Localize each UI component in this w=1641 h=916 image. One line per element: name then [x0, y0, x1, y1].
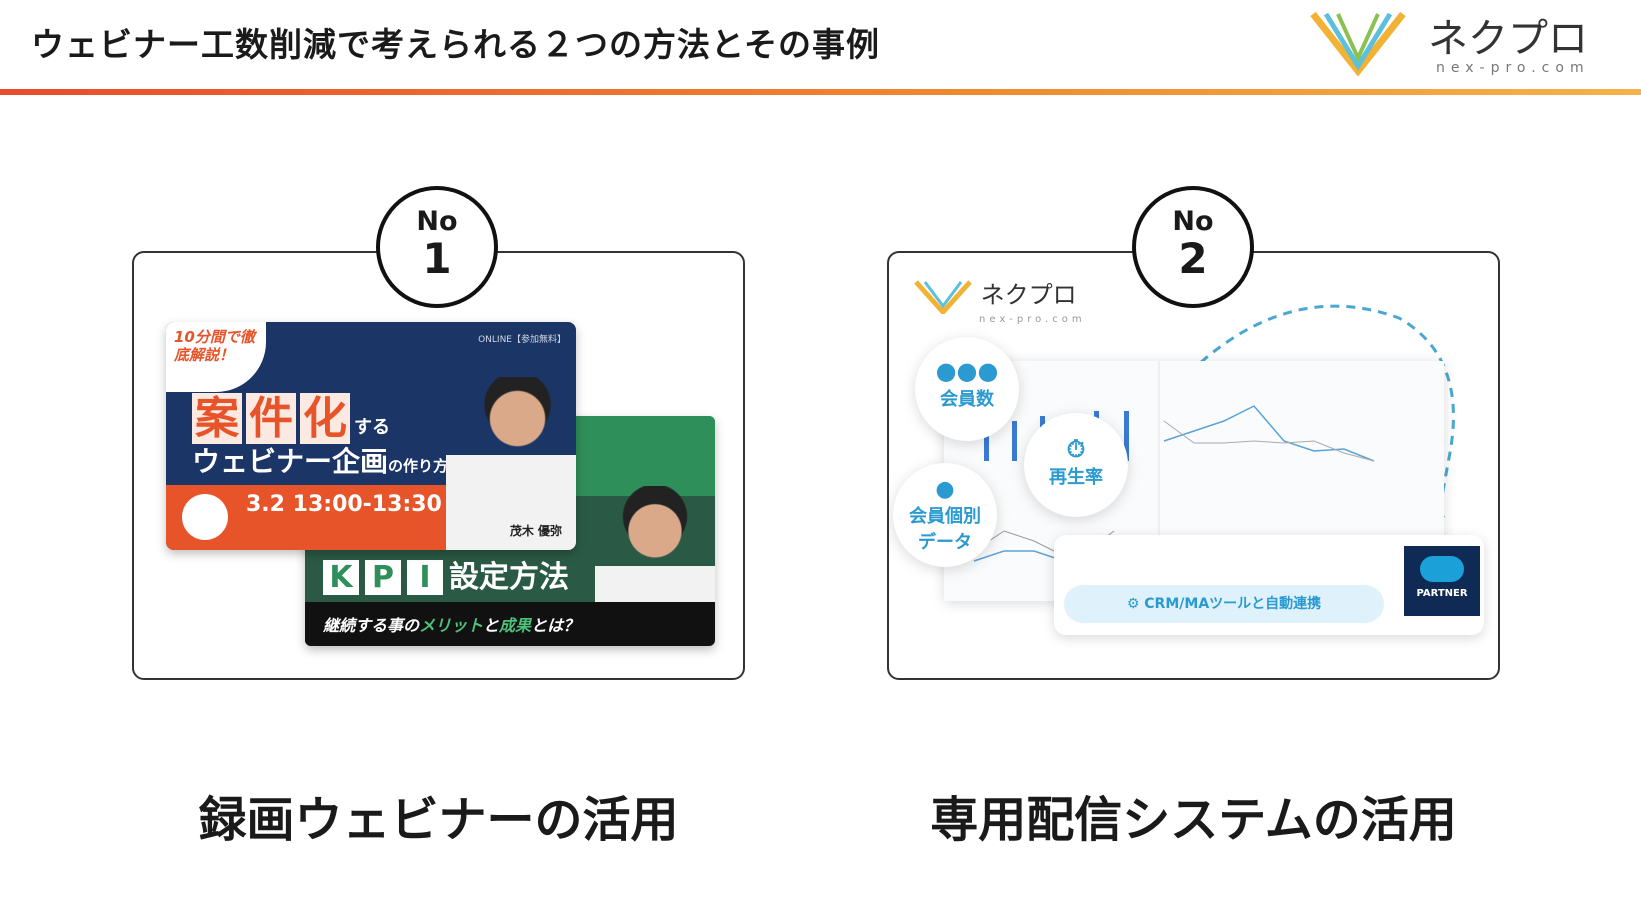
- bubble-member-data: ● 会員個別データ: [893, 463, 997, 567]
- method-card-1: 10分間で徹底解説！ ONLINE【参加無料】 案件化する ウェビナー企画の作り…: [132, 251, 745, 680]
- person-icon: ●: [935, 477, 955, 502]
- crm-label: CRM/MAツールと自動連携: [1144, 596, 1322, 612]
- header-divider: [0, 89, 1641, 95]
- method-card-2: ネクプロ nex-pro.com ●●● 会員数 ⏱ 再生率 ● 会員個別データ ⚙ C…: [887, 251, 1500, 680]
- badge-no: No: [416, 206, 458, 237]
- banner-tag: 10分間で徹底解説！: [166, 322, 266, 392]
- banner-online: ONLINE【参加無料】: [478, 335, 566, 345]
- subheadline-suffix: の作り方: [388, 457, 449, 475]
- sub-highlight: 成果: [499, 616, 532, 635]
- banner-headline: 案件化する: [192, 382, 390, 446]
- kpi-char: I: [407, 560, 443, 595]
- headline-suffix: する: [354, 417, 390, 438]
- bubble-member-count: ●●● 会員数: [915, 337, 1019, 441]
- badge-num: 2: [1178, 234, 1208, 283]
- logo-name: ネクプロ: [1428, 16, 1588, 62]
- banner2-subtitle: 継続する事のメリットと成果とは？: [323, 612, 579, 636]
- page-title: ウェビナー工数削減で考えられる２つの方法とその事例: [31, 25, 881, 64]
- crm-integration-pill: ⚙ CRM/MAツールと自動連携: [1064, 585, 1384, 623]
- banner2-subbar: [305, 602, 715, 646]
- kpi-char: K: [323, 560, 359, 595]
- badge-num: 1: [422, 234, 452, 283]
- salesforce-partner-badge: PARTNER: [1404, 546, 1480, 616]
- logo-v-icon: [1310, 11, 1406, 77]
- stopwatch-icon: ⏱: [1066, 435, 1086, 463]
- bubble-label: 再生率: [1049, 467, 1103, 488]
- webinar-banner-1: 10分間で徹底解説！ ONLINE【参加無料】 案件化する ウェビナー企画の作り…: [166, 322, 576, 550]
- method-label-1: 録画ウェビナーの活用: [198, 792, 679, 848]
- logo-name: ネクプロ: [980, 281, 1077, 309]
- headline-char: 案: [192, 393, 242, 444]
- logo-v-icon: [914, 280, 972, 316]
- nexpro-logo: ネクプロ nex-pro.com: [913, 275, 1086, 325]
- salesforce-cloud-icon: [1420, 556, 1464, 582]
- badge-no: No: [1172, 206, 1214, 237]
- sub-text: と: [483, 616, 500, 635]
- logo-url: nex-pro.com: [1436, 60, 1590, 76]
- bubble-label: 会員個別データ: [909, 506, 981, 553]
- banner-subheadline: ウェビナー企画の作り方: [192, 440, 448, 480]
- banner-date: 3.2 13:00-13:30: [246, 492, 442, 517]
- time: 13:00-13:30: [292, 492, 442, 517]
- headline-char: 件: [246, 393, 296, 444]
- sub-highlight: メリット: [419, 616, 484, 635]
- bubble-label: 会員数: [940, 389, 994, 410]
- sub-text: とは？: [531, 616, 580, 635]
- logo-url: nex-pro.com: [979, 314, 1086, 325]
- partner-label: PARTNER: [1416, 588, 1468, 599]
- calendar-icon: [182, 494, 228, 540]
- banner2-title-text: 設定方法: [449, 560, 569, 595]
- headline-char: 化: [300, 393, 350, 444]
- brand-logo: ネクプロ nex-pro.com: [1308, 6, 1628, 78]
- group-icon: ●●●: [935, 357, 999, 385]
- date: 3.2: [246, 492, 285, 517]
- subheadline-text: ウェビナー企画: [192, 445, 389, 478]
- speaker-photo: [446, 377, 576, 550]
- speaker-name: 茂木 優弥: [509, 524, 562, 538]
- bubble-playback-rate: ⏱ 再生率: [1024, 413, 1128, 517]
- gear-icon: ⚙: [1126, 596, 1140, 612]
- kpi-char: P: [365, 560, 401, 595]
- sub-text: 継続する事の: [323, 616, 420, 635]
- method-label-2: 専用配信システムの活用: [930, 792, 1457, 848]
